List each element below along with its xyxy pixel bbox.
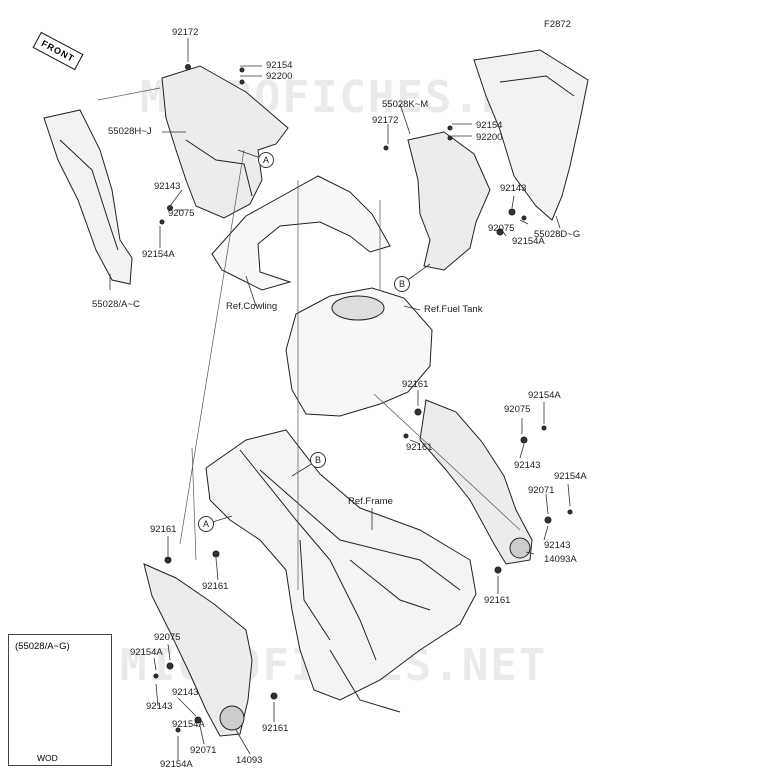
cowling-ref [211, 175, 391, 291]
part-label: 92143 [172, 687, 199, 698]
ref-cowling-label: Ref.Cowling [226, 301, 278, 312]
frame-ref [205, 429, 477, 713]
part-label: 92154 [266, 60, 293, 71]
callout-a-upper: A [258, 152, 274, 168]
part-label: 92143 [544, 540, 571, 551]
fuel-tank-ref [285, 287, 433, 417]
inner-shroud-left [161, 65, 289, 219]
callout-b-lower: B [310, 452, 326, 468]
part-label: 92154A [130, 647, 163, 658]
lower-cover-left [143, 563, 253, 737]
part-label: 92071 [190, 745, 217, 756]
part-label: 92154 [476, 120, 503, 131]
part-label: 55028H~J [108, 126, 152, 137]
part-label: 92143 [146, 701, 173, 712]
part-label: 92154A [172, 719, 205, 730]
part-label: 92143 [154, 181, 181, 192]
lower-cover-right [419, 399, 533, 565]
side-cover-right [473, 49, 589, 221]
part-label: 92075 [154, 632, 181, 643]
part-label: 92075 [168, 208, 195, 219]
part-label: 92161 [402, 379, 429, 390]
part-label: 92161 [406, 442, 433, 453]
part-label: 55028/A~C [92, 299, 140, 310]
part-label: 92154A [142, 249, 175, 260]
part-label: 92071 [528, 485, 555, 496]
part-label: 92154A [554, 471, 587, 482]
inset-caption: (55028/A~G) [15, 641, 70, 652]
part-label: 55028D~G [534, 229, 581, 240]
part-label: 92200 [266, 71, 293, 82]
part-label: 14093A [544, 554, 577, 565]
part-label: 92161 [484, 595, 511, 606]
figure-code: F2872 [544, 19, 571, 30]
side-cover-left [43, 109, 133, 285]
part-label: 92143 [514, 460, 541, 471]
callout-b-upper: B [394, 276, 410, 292]
part-label: 92154A [160, 759, 193, 770]
part-label: 92075 [504, 404, 531, 415]
part-label: 92161 [202, 581, 229, 592]
part-label: 55028K~M [382, 99, 429, 110]
inset-tag: WOD [37, 753, 58, 763]
ref-fuel-tank-label: Ref.Fuel Tank [424, 304, 483, 315]
part-label: 92172 [372, 115, 399, 126]
part-label: 14093 [236, 755, 263, 766]
part-label: 92154A [528, 390, 561, 401]
inset-box: (55028/A~G) WOD [8, 634, 112, 766]
ref-frame-label: Ref.Frame [348, 496, 393, 507]
part-label: 92154A [512, 236, 545, 247]
inner-shroud-right [407, 131, 491, 271]
part-label: 92075 [488, 223, 515, 234]
callout-a-lower: A [198, 516, 214, 532]
part-label: 92161 [262, 723, 289, 734]
part-label: 92200 [476, 132, 503, 143]
part-label: 92161 [150, 524, 177, 535]
part-label: 92172 [172, 27, 199, 38]
part-label: 92143 [500, 183, 527, 194]
